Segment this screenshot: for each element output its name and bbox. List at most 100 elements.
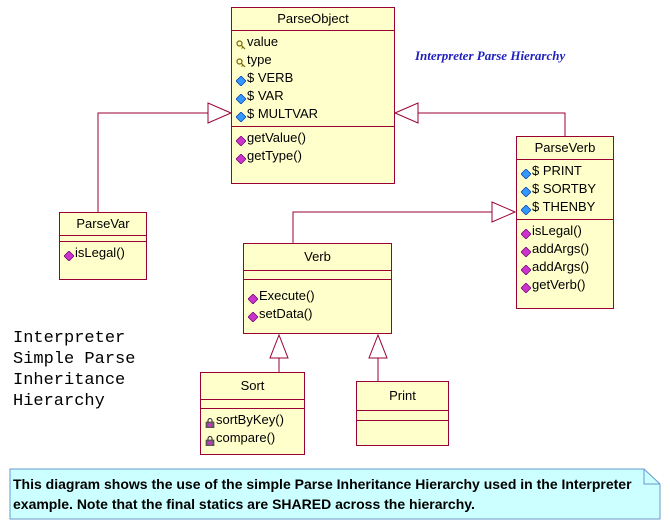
generalization-line [292,211,492,243]
note-shape [9,468,661,520]
operation-label: addArgs() [532,241,590,256]
class-parse-var[interactable]: ParseVar isLegal() [59,212,147,280]
generalization-arrowhead [393,102,419,124]
operation-label: compare() [216,430,276,445]
diagram-title: Interpreter Parse Hierarchy [415,48,566,63]
attributes-compartment: $ PRINT $ SORTBY $ THENBY [517,160,613,220]
class-name: Sort [201,373,304,400]
attribute-row: $ PRINT [520,162,613,180]
public-op-icon [247,309,259,323]
attribute-label: $ VERB [247,70,294,85]
operation-label: getType() [247,148,302,163]
generalization-arrowhead [368,333,388,359]
operation-label: setData() [259,306,313,321]
public-attr-icon [235,91,247,105]
class-name: Print [357,382,448,411]
operation-row: addArgs() [520,258,613,276]
attribute-label: value [247,34,279,49]
operations-compartment: sortByKey() compare() [201,409,304,450]
heading-line: Inheritance [13,371,126,390]
class-name: ParseVar [60,213,146,236]
attributes-compartment: value type $ VERB $ VAR $ MULTVAR [232,31,394,127]
operation-row: addArgs() [520,240,613,258]
operation-label: addArgs() [532,259,590,274]
operation-row: compare() [205,429,304,447]
public-op-icon [520,262,532,276]
operation-label: sortByKey() [216,412,284,427]
key-icon [236,55,246,67]
operation-row: getVerb() [520,276,613,294]
public-attr-icon [235,109,247,123]
attribute-row: $ VERB [235,69,394,87]
attribute-label: type [247,52,272,67]
public-attr-icon [520,184,532,198]
public-op-icon [235,133,247,147]
generalization-line [97,112,208,212]
key-icon [236,37,246,49]
operation-row: isLegal() [63,244,146,262]
operation-row: getType() [235,147,394,165]
operations-compartment: isLegal() addArgs() addArgs() getVerb() [517,220,613,297]
public-op-icon [520,244,532,258]
operations-compartment: isLegal() [60,242,146,265]
generalization-arrowhead [491,201,517,223]
operation-label: Execute() [259,288,315,303]
public-op-icon [520,226,532,240]
note-box: This diagram shows the use of the simple… [10,469,660,519]
attribute-label: $ SORTBY [532,181,597,196]
class-verb[interactable]: Verb Execute() setData() [243,243,392,334]
operation-label: isLegal() [532,223,582,238]
operation-row: getValue() [235,129,394,147]
operations-compartment: getValue() getType() [232,127,394,168]
class-parse-object[interactable]: ParseObject value type $ VERB $ VAR $ MU… [231,7,395,184]
attribute-row: value [236,33,394,51]
private-op-icon [205,433,215,446]
generalization-arrowhead [207,102,233,124]
operation-label: getValue() [247,130,307,145]
attributes-compartment [60,236,146,242]
private-op-icon [205,415,215,428]
public-attr-icon [520,202,532,216]
class-parse-verb[interactable]: ParseVerb $ PRINT $ SORTBY $ THENBY isLe… [516,136,614,309]
attribute-label: $ MULTVAR [247,106,319,121]
public-attr-icon [235,73,247,87]
public-op-icon [235,151,247,165]
attribute-row: $ VAR [235,87,394,105]
public-op-icon [247,291,259,305]
attribute-label: $ VAR [247,88,284,103]
operation-label: isLegal() [75,245,125,260]
attributes-compartment [201,400,304,409]
heading-line: Simple Parse [13,350,136,369]
operation-row: setData() [247,305,391,323]
class-sort[interactable]: Sort sortByKey() compare() [200,372,305,455]
operations-compartment: Execute() setData() [244,280,391,326]
attribute-row: type [236,51,394,69]
public-attr-icon [520,166,532,180]
class-name: ParseObject [232,8,394,31]
operation-row: sortByKey() [205,411,304,429]
note-text: This diagram shows the use of the simple… [13,476,632,512]
operations-compartment [357,421,448,447]
public-op-icon [63,248,75,262]
class-name: Verb [244,244,391,271]
operation-row: isLegal() [520,222,613,240]
attributes-compartment [357,411,448,421]
attribute-row: $ MULTVAR [235,105,394,123]
generalization-arrowhead [269,333,289,359]
heading-line: Hierarchy [13,392,105,411]
class-name: ParseVerb [517,137,613,160]
note-fold [643,469,660,485]
attributes-compartment [244,271,391,280]
operation-label: getVerb() [532,277,586,292]
attribute-label: $ THENBY [532,199,596,214]
heading-line: Interpreter [13,329,126,348]
public-op-icon [520,280,532,294]
attribute-row: $ SORTBY [520,180,613,198]
attribute-row: $ THENBY [520,198,613,216]
attribute-label: $ PRINT [532,163,582,178]
operation-row: Execute() [247,287,391,305]
diagram-heading: Interpreter Simple Parse Inheritance Hie… [13,328,135,412]
generalization-line [418,112,566,136]
class-print[interactable]: Print [356,381,449,446]
